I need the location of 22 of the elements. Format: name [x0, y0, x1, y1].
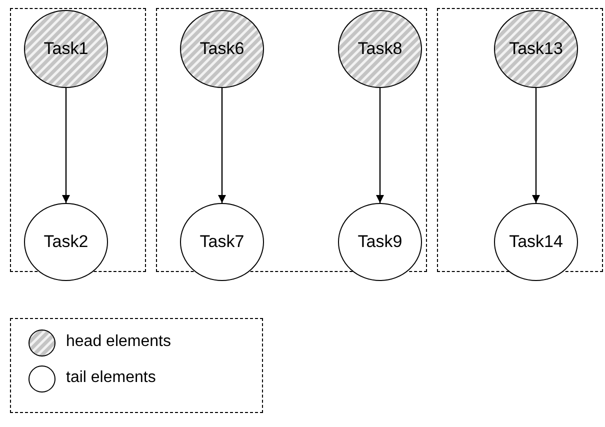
task-label: Task9	[356, 232, 404, 252]
legend-label: tail elements	[66, 369, 156, 387]
task-label: Task8	[356, 39, 404, 59]
task-ellipse	[338, 203, 422, 281]
task-label: Task2	[42, 232, 90, 252]
task-ellipse	[180, 203, 264, 281]
legend-label: head elements	[66, 333, 171, 351]
task-label: Task6	[198, 39, 246, 59]
task-label: Task7	[198, 232, 246, 252]
task-ellipse	[24, 10, 108, 88]
task-ellipse	[338, 10, 422, 88]
task-ellipse	[24, 203, 108, 281]
arrow	[218, 88, 226, 203]
arrow	[532, 88, 540, 203]
task-ellipse	[494, 10, 578, 88]
task-label: Task1	[42, 39, 90, 59]
task-ellipse	[180, 10, 264, 88]
arrow	[376, 88, 384, 203]
task-ellipse	[494, 203, 578, 281]
task-label: Task13	[508, 39, 564, 59]
arrow	[62, 88, 70, 203]
task-label: Task14	[508, 232, 564, 252]
